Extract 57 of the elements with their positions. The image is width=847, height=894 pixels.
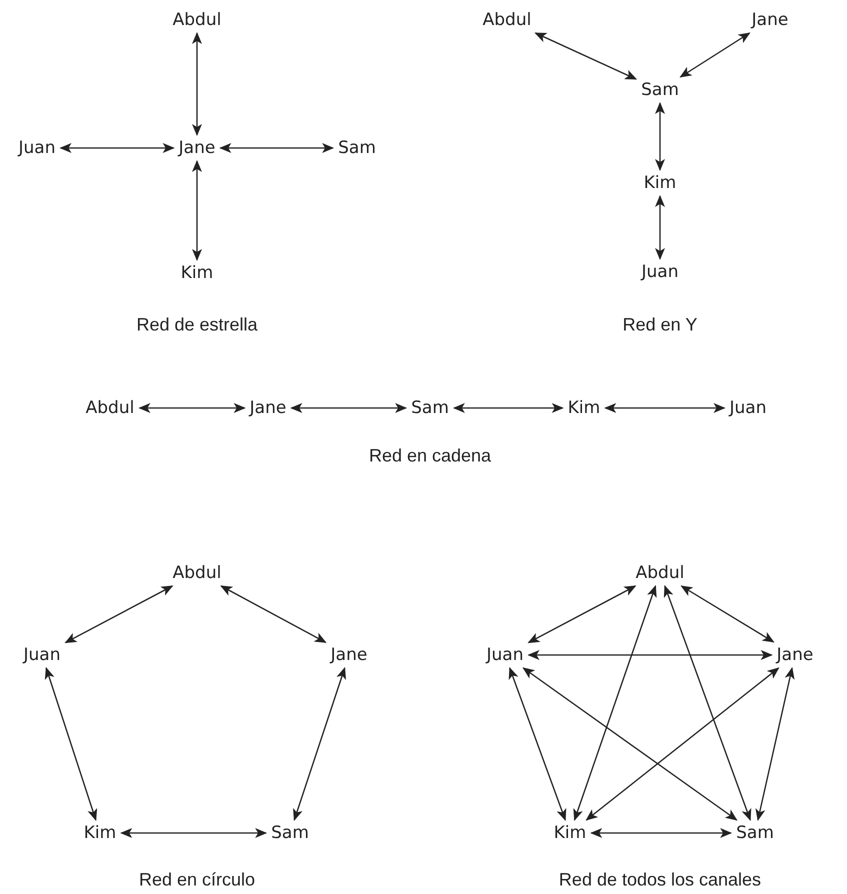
person-name: Juan	[486, 645, 524, 665]
arrow	[604, 403, 726, 413]
person-name: Juan	[730, 398, 766, 418]
network-caption: Red de todos los canales	[558, 870, 762, 890]
person-name: Abdul	[172, 10, 222, 30]
arrow	[586, 667, 780, 821]
arrow	[508, 667, 566, 821]
person-name: Kim	[180, 263, 214, 283]
arrow	[64, 585, 174, 644]
person-name: Sam	[641, 80, 679, 100]
person-name: Kim	[644, 173, 676, 193]
network-caption: Red en círculo	[138, 870, 256, 890]
arrow	[528, 585, 636, 644]
arrow	[192, 32, 202, 136]
person-name: Sam	[411, 398, 449, 418]
person-name: Abdul	[86, 398, 134, 418]
arrow	[573, 585, 657, 821]
person-name: Juan	[18, 138, 56, 158]
network-caption: Red en cadena	[368, 446, 492, 466]
network-caption: Red de estrella	[136, 314, 258, 336]
arrow	[655, 195, 665, 260]
person-name: Jane	[330, 645, 368, 665]
person-name: Jane	[250, 398, 286, 418]
arrow	[534, 32, 637, 80]
person-name: Kim	[84, 823, 116, 843]
arrow	[60, 143, 175, 153]
arrow	[664, 585, 752, 821]
arrow	[590, 828, 732, 838]
arrow	[680, 32, 750, 78]
person-name: Abdul	[482, 10, 532, 30]
arrow	[138, 403, 246, 413]
arrow	[220, 585, 327, 643]
person-name: Juan	[24, 645, 60, 665]
person-name: Jane	[776, 645, 814, 665]
arrow	[120, 828, 268, 838]
arrow	[755, 667, 795, 821]
person-name: Jane	[752, 10, 788, 30]
arrow	[219, 143, 334, 153]
person-name: Kim	[554, 823, 586, 843]
arrow	[192, 160, 202, 261]
arrow	[522, 667, 738, 821]
person-name: Abdul	[636, 563, 684, 583]
arrow	[290, 403, 408, 413]
arrow	[44, 667, 98, 821]
arrow	[452, 403, 564, 413]
person-name: Jane	[178, 138, 216, 158]
person-name: Sam	[271, 823, 309, 843]
arrow	[293, 667, 346, 821]
arrow	[655, 102, 665, 171]
person-name: Juan	[642, 262, 678, 282]
person-name: Sam	[736, 823, 774, 843]
person-name: Sam	[338, 138, 376, 158]
arrow	[528, 650, 773, 660]
network-caption: Red en Y	[622, 314, 698, 336]
person-name: Abdul	[172, 563, 222, 583]
person-name: Kim	[568, 398, 600, 418]
arrow	[680, 585, 774, 643]
